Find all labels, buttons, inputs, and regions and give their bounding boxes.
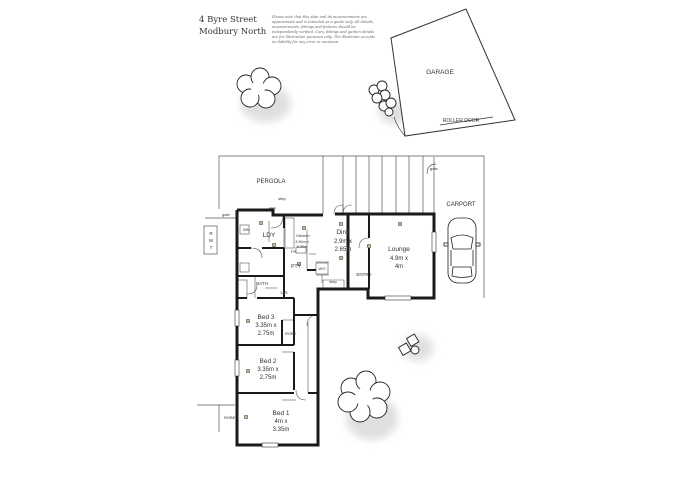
shrub-icon	[397, 333, 420, 356]
lin-label: LIN	[280, 290, 287, 295]
rwt-label: R	[209, 231, 213, 236]
tree-shadows	[241, 86, 433, 440]
exterior-walls	[235, 208, 436, 447]
pty-label: PTY	[291, 264, 301, 270]
dine-dim: 2.65m	[335, 247, 352, 253]
roller-door-label: ROLLER DOOR	[443, 118, 480, 124]
bath-label: BATH	[256, 281, 268, 286]
garage-label: GARAGE	[426, 69, 454, 76]
bed2-dim: 2.75m	[260, 375, 277, 381]
bed3-dim: 2.75m	[258, 331, 275, 337]
bed3-label: Bed 3	[258, 314, 275, 321]
kitchen-label: Kitchen	[296, 233, 309, 238]
disclaimer-text: Please note that this plan and its measu…	[272, 15, 376, 44]
dine-label: Dine	[336, 229, 350, 236]
entry-label: ENTRY	[356, 272, 371, 277]
robe-label: ROBE	[285, 331, 297, 336]
shrub-icon	[368, 80, 397, 117]
gate-label: gate	[222, 212, 231, 217]
fr-label: FR	[291, 249, 296, 254]
interior-walls	[237, 214, 370, 394]
pergola-label: PERGOLA	[256, 179, 285, 185]
ldy-label: LDY	[263, 232, 276, 239]
lounge-dim: 4m	[395, 264, 403, 270]
step-label: step	[329, 279, 337, 284]
rwt-label: T	[210, 245, 213, 250]
address-line-2: Modbury North	[199, 27, 267, 37]
dine-dim: 2.9m x	[334, 239, 352, 245]
bed2-dim: 3.35m x	[257, 367, 278, 373]
wo-label: WO	[319, 266, 326, 271]
tree-icon	[337, 370, 391, 423]
tree-icon	[236, 67, 282, 109]
outdoor-areas	[197, 155, 485, 432]
kitchen-dim: 3.30m	[297, 245, 308, 249]
bed1-label: Bed 1	[273, 410, 290, 417]
bed3-dim: 3.35m x	[255, 323, 276, 329]
lounge-label: Lounge	[388, 246, 410, 253]
gate-label: gate	[430, 166, 439, 171]
bed2-label: Bed 2	[260, 358, 277, 365]
bed1-dim: 3.35m	[273, 427, 290, 433]
light-marker-icon	[244, 221, 402, 419]
lounge-dim: 4.9m x	[390, 256, 408, 262]
kitchen-dim: 3.30m x	[295, 240, 309, 244]
bed1-dim: 4m x	[274, 419, 287, 425]
rwt-label: W	[209, 238, 214, 243]
robe-label: ROBE	[224, 415, 236, 420]
step-label: step	[278, 196, 286, 201]
garage	[390, 8, 516, 137]
car-icon	[443, 217, 481, 284]
window-strips	[234, 231, 437, 448]
address-line-1: 4 Byre Street	[199, 15, 257, 25]
wm-label: WM	[243, 228, 250, 232]
carport-label: CARPORT	[446, 202, 476, 208]
interior-fixtures	[237, 204, 370, 401]
